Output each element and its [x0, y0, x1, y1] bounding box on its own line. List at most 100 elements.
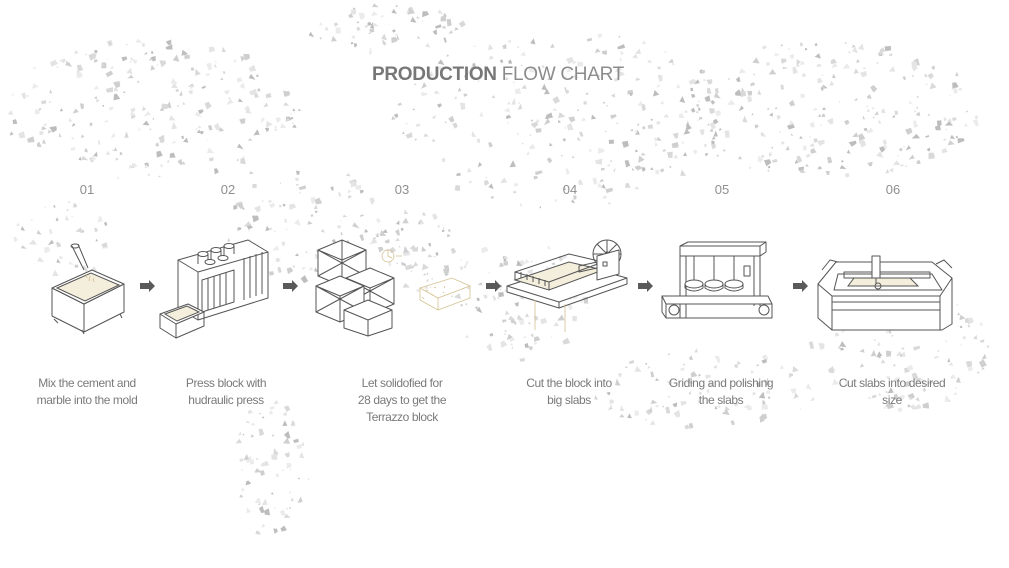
terrazzo-speckle	[774, 107, 778, 110]
terrazzo-speckle	[467, 287, 470, 290]
terrazzo-speckle	[53, 205, 56, 208]
terrazzo-speckle	[594, 395, 598, 400]
terrazzo-speckle	[820, 87, 824, 91]
terrazzo-speckle	[437, 9, 444, 15]
terrazzo-speckle	[705, 152, 709, 155]
terrazzo-speckle	[324, 26, 329, 31]
terrazzo-speckle	[781, 141, 785, 145]
terrazzo-speckle	[526, 151, 530, 156]
terrazzo-speckle	[517, 46, 520, 49]
terrazzo-speckle	[898, 147, 903, 152]
terrazzo-speckle	[406, 122, 408, 125]
terrazzo-speckle	[58, 256, 63, 259]
terrazzo-speckle	[70, 146, 76, 151]
terrazzo-speckle	[473, 45, 476, 47]
terrazzo-speckle	[422, 11, 429, 18]
terrazzo-speckle	[187, 83, 195, 87]
terrazzo-speckle	[828, 366, 835, 374]
terrazzo-speckle	[98, 216, 102, 222]
terrazzo-speckle	[395, 238, 400, 242]
terrazzo-speckle	[93, 85, 99, 90]
terrazzo-speckle	[656, 84, 661, 88]
terrazzo-speckle	[400, 227, 404, 232]
terrazzo-speckle	[907, 404, 911, 408]
terrazzo-speckle	[331, 239, 336, 244]
terrazzo-speckle	[412, 108, 415, 111]
terrazzo-speckle	[713, 365, 718, 369]
terrazzo-speckle	[319, 21, 323, 26]
terrazzo-speckle	[284, 218, 288, 224]
terrazzo-speckle	[402, 283, 410, 288]
terrazzo-speckle	[897, 394, 905, 402]
terrazzo-speckle	[744, 381, 747, 385]
terrazzo-speckle	[680, 401, 687, 406]
terrazzo-speckle	[821, 73, 824, 76]
terrazzo-speckle	[758, 391, 766, 399]
terrazzo-speckle	[920, 378, 926, 387]
terrazzo-speckle	[105, 70, 114, 78]
terrazzo-speckle	[245, 420, 251, 424]
terrazzo-speckle	[47, 239, 54, 246]
terrazzo-speckle	[544, 88, 550, 95]
terrazzo-speckle	[955, 303, 959, 306]
terrazzo-speckle	[453, 95, 457, 100]
terrazzo-speckle	[98, 220, 100, 223]
terrazzo-speckle	[847, 50, 851, 54]
terrazzo-speckle	[121, 56, 128, 62]
terrazzo-speckle	[505, 310, 510, 315]
step-caption-01: Mix the cement and marble into the mold	[12, 375, 162, 409]
terrazzo-speckle	[195, 68, 201, 76]
terrazzo-speckle	[396, 262, 399, 265]
terrazzo-speckle	[169, 115, 176, 121]
terrazzo-speckle	[148, 57, 153, 61]
terrazzo-speckle	[21, 92, 27, 99]
terrazzo-speckle	[241, 468, 244, 471]
terrazzo-speckle	[359, 189, 364, 194]
terrazzo-speckle	[274, 125, 278, 129]
step-caption-04: Cut the block into big slabs	[494, 375, 644, 409]
terrazzo-speckle	[487, 43, 494, 51]
terrazzo-speckle	[79, 103, 84, 110]
terrazzo-speckle	[81, 155, 89, 161]
terrazzo-speckle	[540, 318, 547, 325]
caption-line: marble into the mold	[36, 393, 138, 407]
terrazzo-speckle	[9, 131, 14, 136]
terrazzo-speckle	[472, 63, 476, 68]
terrazzo-speckle	[727, 78, 730, 80]
terrazzo-speckle	[39, 131, 44, 136]
terrazzo-speckle	[183, 137, 189, 143]
terrazzo-speckle	[248, 73, 256, 80]
terrazzo-speckle	[283, 102, 290, 106]
terrazzo-speckle	[488, 272, 491, 274]
terrazzo-speckle	[485, 176, 488, 179]
terrazzo-speckle	[446, 18, 452, 27]
terrazzo-speckle	[965, 318, 969, 323]
terrazzo-speckle	[340, 232, 343, 236]
terrazzo-speckle	[908, 397, 912, 400]
terrazzo-speckle	[101, 242, 108, 248]
block-cutter-icon	[506, 239, 628, 332]
terrazzo-speckle	[38, 108, 42, 111]
terrazzo-speckle	[851, 44, 856, 48]
terrazzo-speckle	[208, 124, 213, 131]
terrazzo-speckle	[802, 145, 807, 151]
terrazzo-speckle	[263, 102, 269, 108]
terrazzo-speckle	[89, 122, 92, 125]
terrazzo-speckle	[558, 119, 561, 124]
terrazzo-speckle	[502, 319, 507, 323]
terrazzo-speckle	[619, 51, 624, 56]
terrazzo-speckle	[381, 229, 388, 233]
terrazzo-speckle	[94, 96, 98, 99]
terrazzo-speckle	[757, 89, 762, 95]
terrazzo-speckle	[697, 400, 701, 404]
terrazzo-speckle	[426, 278, 429, 282]
terrazzo-speckle	[219, 127, 225, 132]
terrazzo-speckle	[820, 124, 822, 127]
terrazzo-speckle	[490, 335, 492, 338]
terrazzo-speckle	[448, 228, 451, 232]
terrazzo-speckle	[208, 46, 216, 53]
terrazzo-speckle	[914, 109, 917, 113]
terrazzo-speckle	[236, 158, 239, 162]
terrazzo-speckle	[672, 402, 678, 408]
terrazzo-speckle	[780, 84, 784, 90]
